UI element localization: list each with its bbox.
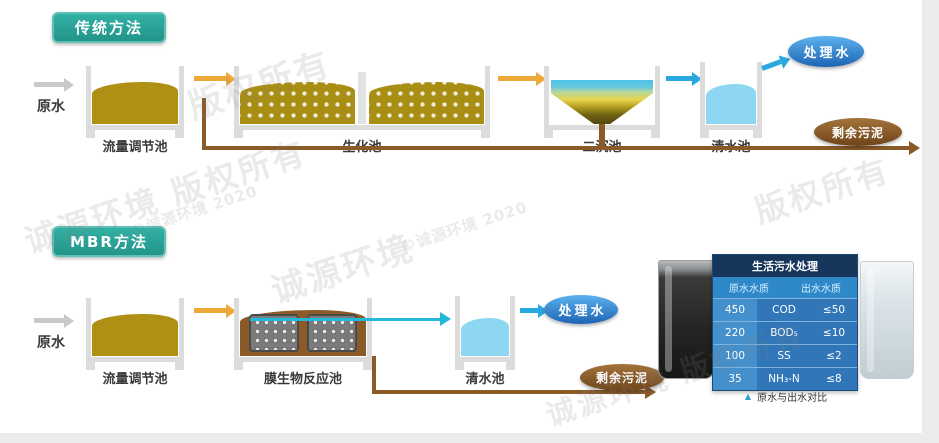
triangle-marker-icon: ▲ [744, 391, 752, 401]
treated-water-oval: 处理水 [788, 36, 864, 67]
sludge-stem [599, 124, 605, 148]
raw-value: 450 [713, 299, 757, 321]
water-quality-table: 生活污水处理 原水水质 出水水质 450 COD ≤50 220 BOD₅ ≤1… [712, 254, 858, 391]
treated-water-glass [860, 261, 914, 379]
tank-label: 流量调节池 [102, 372, 168, 387]
water-arrow-icon [520, 308, 538, 313]
clear-water-tank [700, 62, 762, 138]
clear-liquid [706, 84, 756, 124]
mbr-method-badge: MBR方法 [52, 226, 166, 257]
clear-liquid [461, 318, 509, 356]
secondary-sedimentation-tank [544, 66, 660, 138]
tank-label: 清水池 [465, 372, 505, 387]
table-row: 35 NH₃-N ≤8 [713, 367, 857, 390]
comparison-caption: ▲ 原水与出水对比 [714, 389, 858, 404]
flow-arrow-icon [498, 76, 536, 81]
parameter: NH₃-N [757, 368, 811, 390]
water-arrow-icon [761, 59, 782, 71]
watermark: 版权所有 [750, 151, 896, 231]
sludge-arrow-icon [645, 385, 656, 399]
sludge-arrow-icon [909, 141, 920, 155]
inflow-arrow-icon [34, 82, 64, 87]
out-value: ≤10 [811, 322, 857, 344]
biochemical-tank [234, 66, 490, 138]
raw-water-glass [658, 260, 714, 379]
settling-layers [551, 80, 653, 124]
watermark: ©诚源环境 2020 [398, 198, 530, 256]
raw-water-label: 原水 [37, 99, 65, 115]
flow-regulation-tank [86, 298, 184, 370]
excess-sludge-oval: 剩余污泥 [814, 118, 902, 146]
olive-liquid [92, 82, 178, 124]
excess-sludge-oval: 剩余污泥 [580, 364, 664, 391]
treated-water-oval: 处理水 [544, 295, 618, 324]
tank-divider [358, 72, 366, 124]
out-value: ≤8 [811, 368, 857, 390]
table-row: 220 BOD₅ ≤10 [713, 321, 857, 344]
raw-value: 35 [713, 368, 757, 390]
page-edge [0, 433, 939, 443]
permeate-pipe [250, 318, 440, 321]
membrane-bioreactor-tank [234, 298, 372, 370]
table-row: 450 COD ≤50 [713, 298, 857, 321]
sludge-line [372, 390, 646, 394]
sludge-line [372, 356, 376, 392]
flow-regulation-tank [86, 66, 184, 138]
page-edge [922, 0, 939, 443]
caption-text: 原水与出水对比 [757, 393, 828, 404]
out-value: ≤50 [811, 299, 857, 321]
inflow-arrow-icon [34, 318, 64, 323]
table-title: 生活污水处理 [713, 255, 857, 277]
flow-arrow-icon [194, 308, 226, 313]
aerated-liquid [369, 82, 484, 124]
sludge-line [202, 146, 910, 150]
permeate-arrow-icon [440, 312, 451, 326]
table-row: 100 SS ≤2 [713, 344, 857, 367]
parameter: SS [757, 345, 811, 367]
header-out-quality: 出水水质 [801, 284, 841, 295]
table-header: 原水水质 出水水质 [713, 277, 857, 298]
sludge-line [202, 98, 206, 148]
parameter: BOD₅ [757, 322, 811, 344]
clear-water-tank [455, 296, 515, 370]
raw-water-label: 原水 [37, 335, 65, 351]
water-arrow-icon [666, 76, 692, 81]
tank-label: 流量调节池 [102, 140, 168, 155]
raw-value: 100 [713, 345, 757, 367]
out-value: ≤2 [811, 345, 857, 367]
header-raw-quality: 原水水质 [729, 284, 769, 295]
tank-label: 膜生物反应池 [263, 372, 343, 387]
olive-liquid [92, 314, 178, 356]
aerated-liquid [240, 82, 355, 124]
traditional-method-badge: 传统方法 [52, 12, 166, 43]
parameter: COD [757, 299, 811, 321]
raw-value: 220 [713, 322, 757, 344]
flow-arrow-icon [194, 76, 226, 81]
